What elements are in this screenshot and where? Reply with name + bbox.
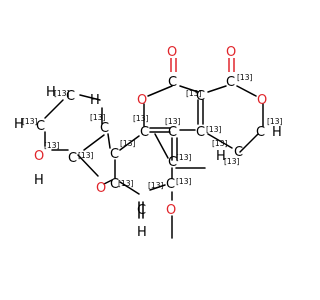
ch2-ring-carbon: C [13] H	[256, 117, 282, 140]
bond-acetal-o	[77, 154, 99, 177]
carbon-symbol: C	[140, 125, 149, 140]
aromatic-c-upper-left: [13]	[120, 139, 135, 148]
carbon-symbol: C	[110, 147, 119, 162]
isotope-label: [13]	[120, 139, 135, 148]
hydrogen-symbol: H	[272, 125, 282, 140]
hydrogen-symbol: H	[216, 149, 226, 164]
isotope-label: [13]	[44, 141, 59, 150]
coumarin-c-left: [13] C	[133, 114, 149, 140]
furan-ch2-carbon: H [13] C H	[46, 85, 100, 108]
carbon-symbol: C	[110, 177, 119, 192]
bond-thf-top	[79, 94, 101, 101]
carbon-symbol: C	[226, 75, 235, 90]
isotope-label: [13]	[176, 177, 191, 186]
aromatic-ch-carbon: [13] C H	[137, 181, 163, 240]
bond-ch-junction	[107, 133, 111, 149]
carbon-symbol: C	[168, 125, 177, 140]
aromatic-c-lower-right: C [13]	[166, 177, 191, 192]
bond-c-o-lactone	[147, 85, 173, 97]
oxygen-symbol: O	[96, 181, 106, 196]
carbonyl-carbon-right: C [13]	[226, 73, 252, 90]
carbon-symbol: C	[196, 89, 205, 104]
isotope-label: [13]	[118, 179, 133, 188]
carbon-symbol: C	[66, 89, 75, 104]
isotope-label: [13]	[133, 114, 148, 123]
bond-c-ch2-lower	[207, 133, 233, 149]
junction-carbon: C	[110, 147, 119, 162]
bond-arom-upper-left	[119, 135, 140, 151]
oxygen-symbol: O	[166, 203, 176, 218]
aromatic-c-lower-left: C [13]	[110, 177, 133, 192]
carbon-symbol: C	[196, 125, 205, 140]
carbonyl-carbon-left: C	[168, 75, 177, 90]
carbon-symbol: C	[68, 151, 77, 166]
alkene-carbon-left: [13] C	[186, 89, 205, 104]
acetal-carbon: [13] C [13]	[44, 141, 93, 166]
carbon-symbol: C	[168, 75, 177, 90]
oxygen-symbol: O	[226, 45, 236, 60]
bond-ch2-ch2	[239, 133, 259, 153]
carbon-symbol: C	[234, 145, 243, 160]
isotope-label: [13]	[78, 151, 93, 160]
isotope-label: [13]	[22, 117, 37, 126]
bond-acetal-ch	[83, 134, 105, 151]
alkene-carbon-right: C [13]	[196, 125, 221, 140]
hydrogen-symbol: H	[34, 173, 44, 188]
left-ch2-carbon: H [13] C	[14, 117, 45, 134]
carbon-symbol: C	[166, 177, 175, 192]
isotope-label: [13]	[186, 89, 201, 98]
carbon-symbol: C	[36, 119, 45, 134]
methoxy-oxygen: O	[166, 203, 176, 218]
ring-oxygen-upper-left: O	[137, 93, 147, 108]
carbonyl-oxygen-left: O	[167, 45, 177, 60]
ch2-lower-carbon: [13] H [13] C	[212, 139, 243, 166]
bond-o-junction	[103, 179, 113, 185]
isotope-label: [13]	[165, 117, 180, 126]
bond-thf-left-a	[44, 99, 64, 119]
bond-arom-bottom-mid	[149, 184, 166, 191]
furan-ch-carbon: [13] C	[90, 113, 109, 136]
carbon-symbol: C	[168, 155, 177, 170]
ring-oxygen-upper-right: O	[257, 93, 267, 108]
oxygen-symbol: O	[34, 149, 44, 164]
oxygen-symbol: O	[257, 93, 267, 108]
bond-c-c-right	[207, 85, 227, 93]
isotope-label: [13]	[206, 125, 221, 134]
isotope-label: [13]	[267, 117, 282, 126]
structure-drawing: O O C C [13] O O [13] C [13] C	[14, 45, 282, 240]
bond-c-o-right	[236, 85, 257, 97]
molecule-diagram: O O C C [13] O O [13] C [13] C	[14, 45, 282, 240]
hydrogen-symbol: H	[46, 85, 56, 100]
aromatic-c-upper-right: [13] C	[168, 153, 191, 170]
oxygen-symbol: O	[167, 45, 177, 60]
atom-labels: O O C C [13] O O [13] C [13] C	[14, 45, 282, 240]
bond-arom-lower-left	[119, 181, 140, 195]
isotope-label: [13]	[176, 153, 191, 162]
bonds	[44, 58, 264, 239]
carbon-symbol: C	[100, 121, 109, 136]
isotope-label: [13]	[224, 157, 239, 166]
bond-c-c-top	[179, 85, 199, 93]
isotope-label: [13]	[148, 181, 163, 190]
hydrogen-symbol: H	[90, 93, 100, 108]
oxygen-symbol: O	[137, 93, 147, 108]
carbon-symbol: C	[256, 125, 265, 140]
bond-arom-diag	[154, 133, 169, 159]
furan-oxygen: O	[34, 149, 44, 164]
aryl-ether-oxygen: O	[96, 181, 106, 196]
acetal-h: H	[34, 173, 44, 188]
carbon-symbol: C	[137, 203, 146, 218]
isotope-label: [13]	[212, 139, 227, 148]
hydrogen-symbol: H	[137, 225, 147, 240]
isotope-label: [13]	[237, 73, 252, 82]
isotope-label: [13]	[90, 113, 105, 122]
isotope-label: [13]	[54, 89, 69, 98]
hydrogen-symbol: H	[14, 117, 24, 132]
coumarin-c-right: [13] C	[165, 117, 180, 140]
carbonyl-oxygen-right: O	[226, 45, 236, 60]
